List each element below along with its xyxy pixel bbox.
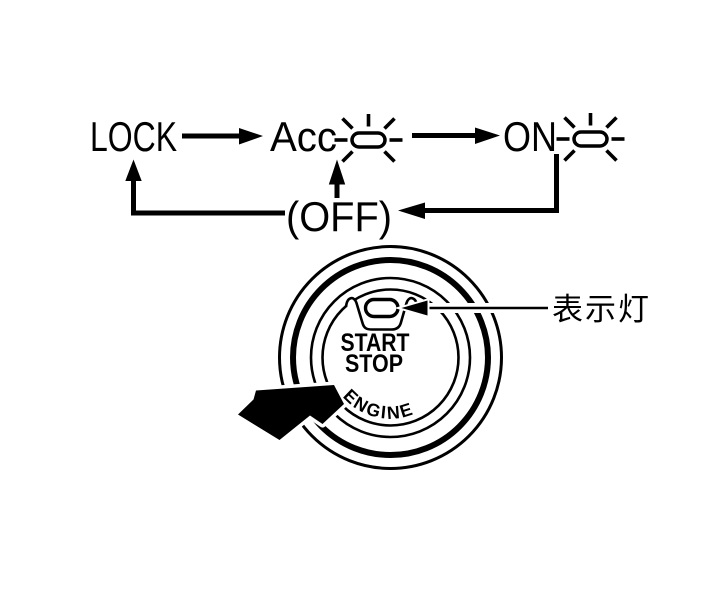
engine-start-stop-button: START STOP ENGINE (234, 245, 503, 470)
state-label-off: (OFF) (286, 193, 392, 240)
arrow-head (239, 128, 263, 145)
button-label-engine-text: ENGINE (339, 385, 414, 423)
button-bezel-ring (290, 257, 491, 458)
arrow-head (328, 159, 346, 185)
arrow-acc-to-on (412, 127, 500, 144)
indicator-lamp (363, 297, 400, 319)
button-label-start: START (341, 329, 410, 357)
callout-label: 表示灯 (552, 292, 651, 327)
button-inner-ring (309, 276, 472, 439)
indicator-callout: 表示灯 (394, 292, 651, 327)
arrow-head (125, 159, 142, 181)
state-label-acc: Acc (270, 113, 337, 160)
press-arrow-icon (234, 381, 348, 444)
arrow-on-to-off (398, 154, 559, 219)
state-label-lock: LOCK (90, 113, 177, 160)
state-label-on: ON (503, 113, 557, 160)
button-face (321, 288, 460, 427)
callout-arrow-head (394, 297, 430, 319)
arrow-shaft (131, 180, 285, 216)
acc-blinking-lamp-icon (332, 112, 405, 164)
arrow-off-to-lock (125, 159, 285, 216)
button-label-engine: ENGINE (339, 385, 416, 423)
on-blinking-lamp-icon (554, 111, 627, 163)
arrow-off-to-acc (328, 159, 346, 198)
ignition-state-diagram: LOCK Acc ON (OFF) (90, 111, 627, 240)
arrow-head (475, 127, 500, 144)
arrow-head (398, 202, 425, 219)
arrow-lock-to-acc (182, 128, 263, 145)
button-label-stop: STOP (345, 350, 403, 378)
arrow-shaft (424, 154, 559, 213)
button-outer-ring (278, 245, 503, 470)
